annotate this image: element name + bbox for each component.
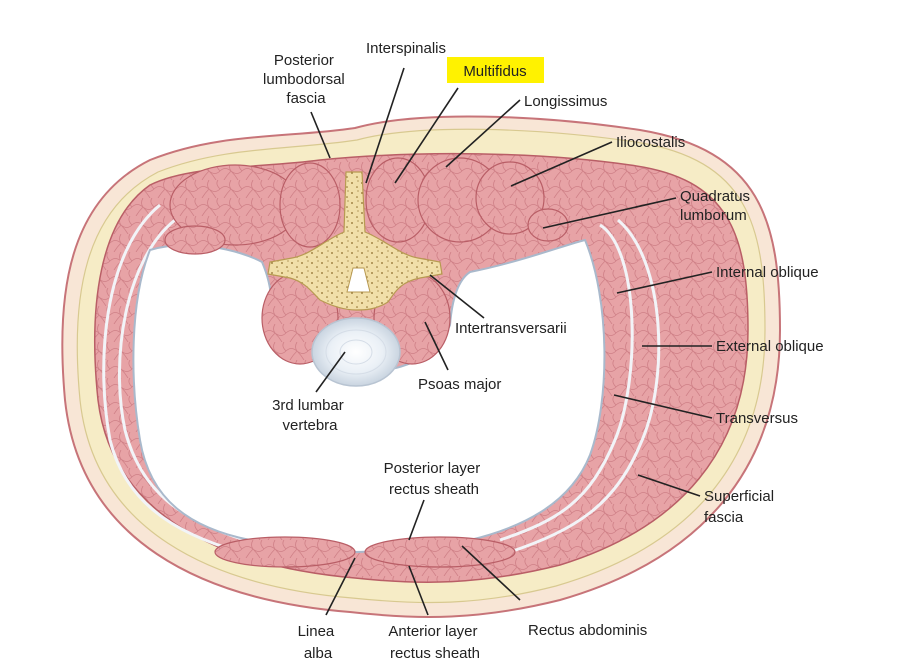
vertebral-body	[311, 317, 401, 387]
multifidus-highlight	[447, 57, 544, 83]
rectus-abdominis-left	[214, 536, 356, 568]
label-third-lumbar-vertebra: 3rd lumbar vertebra	[272, 397, 348, 434]
label-anterior-layer-rectus-sheath: Anterior layer rectus sheath	[388, 623, 481, 662]
leader-linea-alba	[325, 557, 356, 616]
vertebra-bone	[267, 171, 443, 311]
leader-multifidus	[394, 87, 459, 184]
transversus-line	[509, 218, 661, 554]
label-posterior-layer-rectus-sheath: Posterior layer rectus sheath	[384, 460, 485, 498]
label-quadratus-lumborum: Quadratus lumborum	[680, 188, 754, 224]
quadratus-lumborum-left	[164, 225, 226, 255]
label-interspinalis: Interspinalis	[366, 40, 446, 57]
quadratus-lumborum-right	[527, 208, 569, 242]
multifidus-left	[279, 162, 341, 248]
label-posterior-lumbodorsal-fascia: Posterior lumbodorsal fascia	[263, 52, 349, 107]
label-psoas-major: Psoas major	[418, 376, 501, 393]
leader-internal-oblique	[616, 271, 713, 294]
label-intertransversarii: Intertransversarii	[455, 320, 567, 337]
leader-lines	[310, 67, 713, 616]
leader-interspinalis	[365, 67, 405, 184]
vertebral-foramen	[346, 267, 371, 293]
label-iliocostalis: Iliocostalis	[616, 134, 685, 151]
leader-iliocostalis	[510, 141, 613, 187]
leader-quadratus-lumborum	[542, 197, 677, 229]
leader-third-lumbar-vertebra	[315, 351, 346, 393]
rectus-abdominis-right	[364, 536, 516, 568]
leader-intertransversarii	[429, 274, 485, 319]
leader-anterior-layer-rectus-sheath	[408, 565, 429, 616]
leader-longissimus	[445, 99, 521, 168]
label-longissimus: Longissimus	[524, 93, 607, 110]
leader-transversus	[613, 394, 713, 419]
leader-posterior-layer-rectus-sheath	[408, 499, 425, 541]
leader-posterior-lumbodorsal-fascia	[310, 111, 331, 159]
leader-rectus-abdominis	[461, 545, 521, 601]
label-linea-alba: Linea alba	[298, 623, 339, 662]
label-internal-oblique: Internal oblique	[716, 264, 819, 281]
vertebral-body-core	[339, 339, 373, 365]
label-superficial-fascia: Superficial fascia	[704, 488, 778, 526]
label-rectus-abdominis: Rectus abdominis	[528, 622, 647, 639]
leader-superficial-fascia	[637, 474, 701, 497]
internal-oblique-line	[499, 223, 634, 542]
vertebral-body-ring	[325, 329, 387, 375]
label-multifidus: Multifidus	[463, 63, 526, 80]
label-transversus: Transversus	[716, 410, 798, 427]
leader-psoas-major	[424, 321, 449, 371]
label-external-oblique: External oblique	[716, 338, 824, 355]
left-wall-line-2	[102, 203, 241, 554]
iliocostalis-right	[475, 161, 545, 235]
